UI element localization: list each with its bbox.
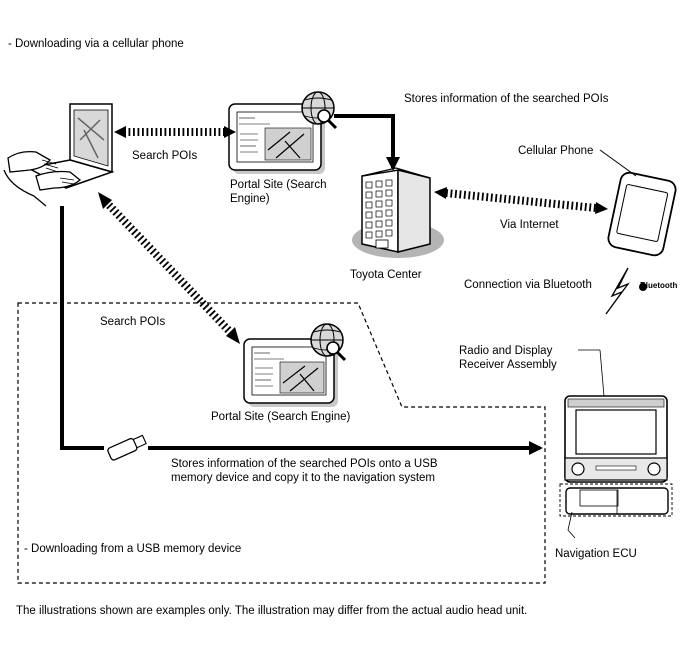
via-internet-label: Via Internet xyxy=(500,219,559,231)
radio-display-label: Radio and Display Receiver Assembly xyxy=(459,345,557,371)
building-door xyxy=(375,239,389,249)
building-window xyxy=(385,229,393,237)
building-window xyxy=(375,230,383,238)
building-window xyxy=(365,211,373,219)
building-window xyxy=(365,231,373,239)
building-window xyxy=(375,220,383,228)
wireless-link-phone-toyota xyxy=(434,187,608,214)
usb-download-caption: - Downloading from a USB memory device xyxy=(24,543,242,555)
radio-display-unit xyxy=(564,349,668,483)
usb-store-label: Stores information of the searched POIs … xyxy=(171,458,438,484)
portal-site-mid-icon xyxy=(243,338,338,407)
building-window xyxy=(385,189,393,197)
wireless-link-laptop-portal-mid xyxy=(98,192,240,344)
search-pois-mid-label: Search POIs xyxy=(100,316,166,328)
search-pois-top-label: Search POIs xyxy=(132,150,198,162)
building-window xyxy=(365,191,373,199)
building-window xyxy=(365,221,373,229)
footer-note: The illustrations shown are examples onl… xyxy=(16,605,528,617)
building-windows xyxy=(365,179,393,249)
wireless-link-laptop-portal xyxy=(114,126,236,138)
cellular-phone-label: Cellular Phone xyxy=(518,145,594,157)
portal-site-top-label: Portal Site (Search Engine) xyxy=(230,179,327,205)
toyota-center-label: Toyota Center xyxy=(350,269,422,281)
globe-search-icon-mid xyxy=(310,323,347,362)
usb-region-boundary xyxy=(17,302,546,584)
building-window xyxy=(385,209,393,217)
building-window xyxy=(385,219,393,227)
arrow-laptop-to-usb xyxy=(60,206,104,450)
bluetooth-logo-text: Bluetooth xyxy=(640,281,678,290)
navigation-ecu-label: Navigation ECU xyxy=(555,548,637,560)
globe-search-icon xyxy=(301,91,338,130)
building-window xyxy=(385,179,393,187)
building-window xyxy=(375,190,383,198)
building-window xyxy=(365,201,373,209)
building-window xyxy=(375,180,383,188)
portal-site-mid-label: Portal Site (Search Engine) xyxy=(211,411,351,423)
usb-memory-icon xyxy=(107,434,147,461)
arrow-portal-to-toyota xyxy=(334,114,400,171)
bluetooth-signal-icon xyxy=(605,267,630,315)
building-window xyxy=(375,210,383,218)
building-window xyxy=(375,200,383,208)
bluetooth-logo-mark xyxy=(639,283,647,291)
portal-site-top-icon xyxy=(228,103,325,174)
stores-info-label: Stores information of the searched POIs xyxy=(404,93,609,105)
cellular-phone-icon xyxy=(599,149,677,257)
building-window xyxy=(385,199,393,207)
connection-bluetooth-label: Connection via Bluetooth xyxy=(464,279,592,291)
navigation-ecu-unit xyxy=(559,483,673,539)
cellular-download-caption: - Downloading via a cellular phone xyxy=(8,38,184,50)
laptop-icon xyxy=(3,103,115,207)
building-window xyxy=(365,181,373,189)
